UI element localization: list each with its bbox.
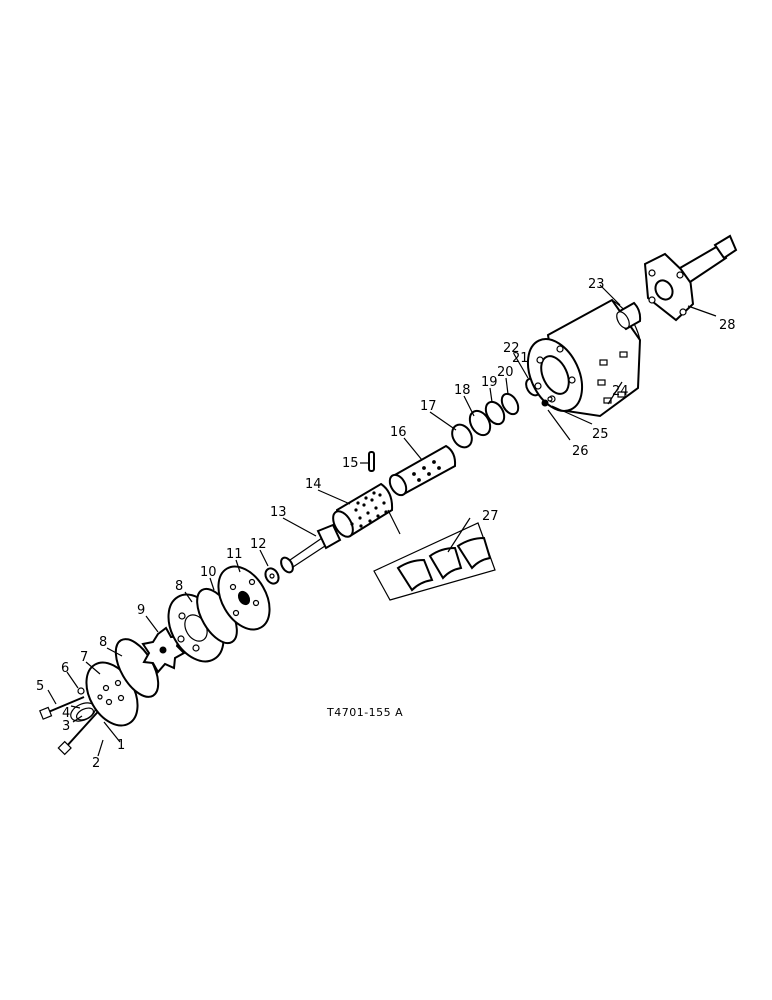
label-11: 11 [226, 547, 243, 562]
label-13: 13 [270, 505, 287, 520]
part-13-drive-shaft [280, 523, 342, 574]
part-28-flange [643, 234, 738, 322]
label-9: 9 [137, 603, 145, 618]
label-18: 18 [454, 383, 471, 398]
label-22: 22 [503, 341, 520, 356]
part-24-housing [526, 298, 642, 418]
part-17-ring [451, 423, 473, 449]
label-3: 3 [62, 719, 70, 734]
label-17: 17 [420, 399, 437, 414]
label-7: 7 [80, 650, 88, 665]
part-16-spool [388, 444, 457, 497]
label-16: 16 [390, 425, 407, 440]
part-5-bolt [39, 696, 85, 720]
label-6: 6 [61, 661, 69, 676]
label-26: 26 [572, 444, 589, 459]
label-19: 19 [481, 375, 498, 390]
label-15: 15 [342, 456, 359, 471]
part-14-sleeve [332, 482, 394, 538]
part-18-21-seal-stack [468, 392, 520, 437]
part-6-washer [77, 687, 85, 695]
label-4: 4 [62, 706, 70, 721]
part-25-26-check-valve [541, 396, 553, 407]
label-23: 23 [588, 277, 605, 292]
label-1: 1 [117, 738, 125, 753]
label-14: 14 [305, 477, 322, 492]
label-28: 28 [719, 318, 736, 333]
reference-code: T4701-155 A [326, 706, 403, 719]
part-labels: 1 2 3 4 5 6 7 8 9 8 10 11 12 13 14 15 16… [36, 277, 736, 771]
part-27-segments [373, 509, 496, 601]
part-15-pin [368, 451, 375, 472]
label-8a: 8 [99, 635, 107, 650]
label-20: 20 [497, 365, 514, 380]
label-2: 2 [92, 756, 100, 771]
label-8b: 8 [175, 579, 183, 594]
label-12: 12 [250, 537, 267, 552]
label-21: 21 [512, 351, 529, 366]
leader-lines [47, 284, 717, 757]
label-25: 25 [592, 427, 609, 442]
part-12-washer [264, 567, 280, 585]
label-24: 24 [612, 384, 629, 399]
part-23-bushing [616, 301, 642, 331]
part-11-plate [217, 565, 271, 631]
label-27: 27 [482, 509, 499, 524]
label-5: 5 [36, 679, 44, 694]
label-10: 10 [200, 565, 217, 580]
